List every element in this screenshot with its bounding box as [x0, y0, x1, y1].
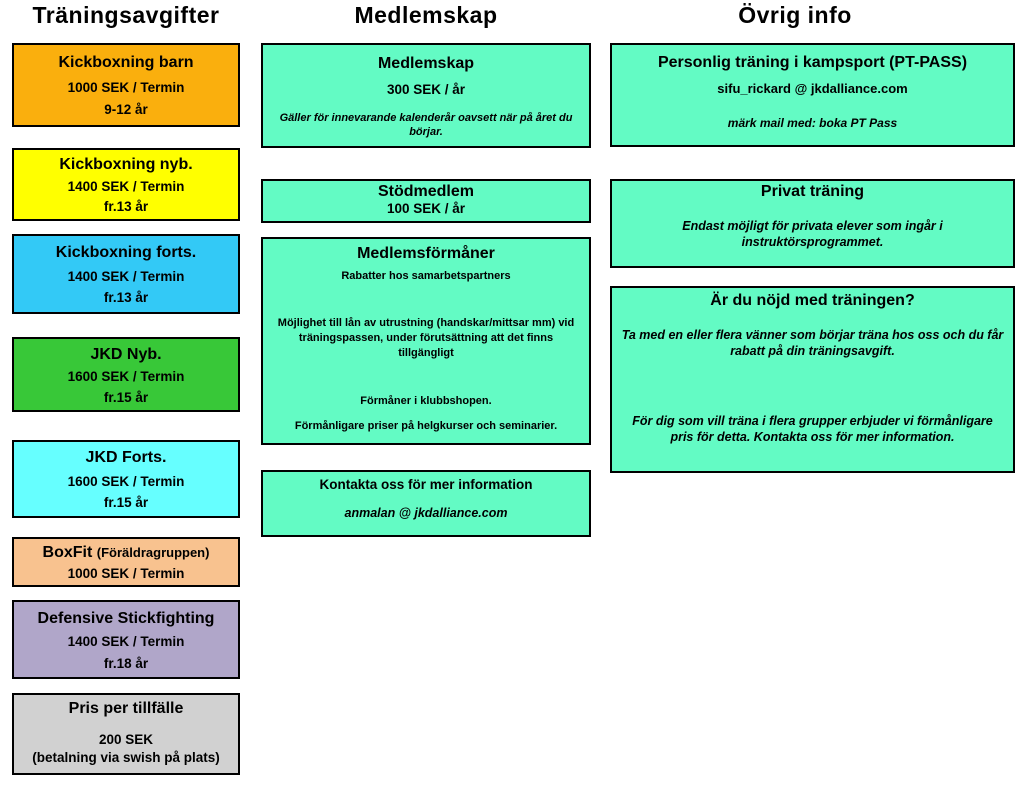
- card-kickboxning-nyb: Kickboxning nyb. 1400 SEK / Termin fr.13…: [12, 148, 240, 221]
- contact-email: anmalan @ jkdalliance.com: [344, 506, 508, 520]
- card-jkd-nyb: JKD Nyb. 1600 SEK / Termin fr.15 år: [12, 337, 240, 412]
- referral-paragraph: Ta med en eller flera vänner som börjar …: [621, 328, 1004, 358]
- benefit-item: Rabatter hos samarbetspartners: [341, 270, 511, 282]
- card-title: Pris per tillfälle: [68, 700, 184, 717]
- card-price: 1000 SEK / Termin: [67, 566, 185, 581]
- card-title: Medlemskap: [377, 55, 475, 72]
- card-title: Medlemsförmåner: [357, 245, 495, 262]
- card-kickboxning-barn: Kickboxning barn 1000 SEK / Termin 9-12 …: [12, 43, 240, 127]
- card-title: Kickboxning forts.: [55, 243, 197, 261]
- other-info-heading: Övrig info: [738, 2, 852, 28]
- card-title: Defensive Stickfighting: [37, 609, 215, 627]
- card-price: 100 SEK / år: [386, 201, 466, 216]
- card-title: Stödmedlem: [377, 183, 474, 200]
- benefit-item: Möjlighet till lån av utrustning (handsk…: [277, 317, 575, 359]
- card-kontakta-oss: Kontakta oss för mer information anmalan…: [261, 470, 591, 537]
- pt-email: sifu_rickard @ jkdalliance.com: [717, 81, 908, 96]
- card-pris-per-tillfalle: Pris per tillfälle 200 SEK (betalning vi…: [12, 693, 240, 775]
- card-title: JKD Nyb.: [90, 345, 162, 363]
- card-age-range: fr.13 år: [103, 290, 149, 306]
- card-age-range: fr.13 år: [103, 199, 149, 214]
- card-price: 1400 SEK / Termin: [67, 634, 185, 649]
- card-title-main: BoxFit: [42, 544, 93, 561]
- card-title: Kontakta oss för mer information: [319, 477, 533, 492]
- card-referral-offer: Är du nöjd med träningen? Ta med en elle…: [610, 286, 1015, 473]
- card-price: 1600 SEK / Termin: [67, 369, 185, 384]
- card-age-range: 9-12 år: [104, 102, 148, 118]
- card-age-range: fr.18 år: [103, 655, 149, 671]
- card-boxfit: BoxFit (Föräldragruppen) 1000 SEK / Term…: [12, 537, 240, 587]
- card-privat-traning: Privat träning Endast möjligt för privat…: [610, 179, 1015, 268]
- card-title: Privat träning: [760, 183, 865, 200]
- training-fees-heading: Träningsavgifter: [32, 2, 220, 28]
- membership-heading: Medlemskap: [354, 2, 498, 28]
- card-defensive-stickfighting: Defensive Stickfighting 1400 SEK / Termi…: [12, 600, 240, 679]
- card-price: 200 SEK: [98, 732, 154, 747]
- card-price: 1400 SEK / Termin: [67, 268, 185, 284]
- card-pt-pass: Personlig träning i kampsport (PT-PASS) …: [610, 43, 1015, 147]
- card-stodmedlem: Stödmedlem 100 SEK / år: [261, 179, 591, 223]
- card-kickboxning-forts: Kickboxning forts. 1400 SEK / Termin fr.…: [12, 234, 240, 314]
- card-payment-note: (betalning via swish på plats): [32, 750, 220, 765]
- benefit-item: Förmånligare priser på helgkurser och se…: [294, 420, 558, 432]
- card-title: Är du nöjd med träningen?: [710, 292, 915, 309]
- card-title: JKD Forts.: [85, 449, 167, 467]
- card-title: BoxFit (Föräldragruppen): [43, 543, 210, 562]
- card-price: 300 SEK / år: [386, 82, 466, 97]
- card-medlemskap: Medlemskap 300 SEK / år Gäller för innev…: [261, 43, 591, 148]
- card-jkd-forts: JKD Forts. 1600 SEK / Termin fr.15 år: [12, 440, 240, 518]
- card-title: Personlig träning i kampsport (PT-PASS): [657, 54, 968, 71]
- benefit-item: Förmåner i klubbshopen.: [360, 395, 492, 407]
- card-title: Kickboxning barn: [58, 53, 194, 71]
- multi-group-paragraph: För dig som vill träna i flera grupper e…: [632, 414, 993, 444]
- card-note: Gäller för innevarande kalenderår oavset…: [279, 112, 573, 138]
- card-note: Endast möjligt för privata elever som in…: [682, 219, 943, 249]
- card-age-range: fr.15 år: [103, 494, 149, 510]
- card-age-range: fr.15 år: [103, 389, 149, 405]
- card-medlemsformaner: Medlemsförmåner Rabatter hos samarbetspa…: [261, 237, 591, 445]
- card-title-note: (Föräldragruppen): [96, 545, 210, 560]
- card-price: 1600 SEK / Termin: [67, 473, 185, 489]
- pt-mail-subject-note: märk mail med: boka PT Pass: [727, 116, 898, 130]
- card-price: 1400 SEK / Termin: [67, 179, 185, 194]
- card-price: 1000 SEK / Termin: [67, 79, 185, 95]
- card-title: Kickboxning nyb.: [59, 156, 193, 173]
